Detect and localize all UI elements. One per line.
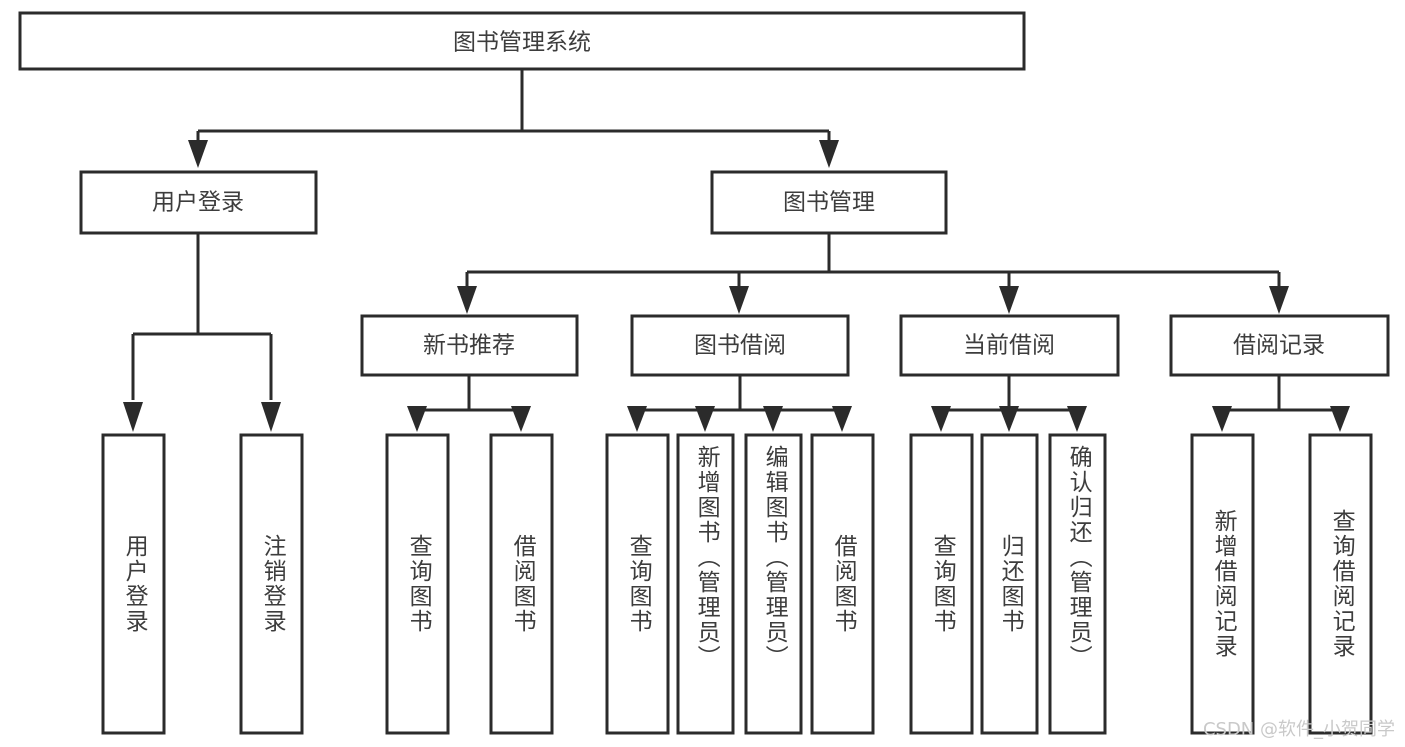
leaf-box-query-record[interactable] xyxy=(1308,433,1373,735)
node-new-book-rec-label: 新书推荐 xyxy=(423,333,515,359)
connector-group-book-borrow xyxy=(627,375,852,432)
arrow-head-leaf-query-book-1 xyxy=(407,406,427,432)
leaf-box-query-book-2[interactable] xyxy=(605,433,670,735)
arrow-head-leaf-user-login xyxy=(123,402,143,432)
arrow-head-book-manage xyxy=(819,140,839,168)
node-book-borrow-box[interactable] xyxy=(630,314,850,377)
arrow-head-borrow-record xyxy=(1269,286,1289,314)
node-current-borrow[interactable]: 当前借阅 xyxy=(899,314,1120,377)
node-book-borrow[interactable]: 图书借阅 xyxy=(630,314,850,377)
arrow-head-leaf-user-logout xyxy=(261,402,281,432)
arrow-head-current-borrow xyxy=(999,286,1019,314)
node-user-login-label: 用户登录 xyxy=(152,190,244,216)
arrow-head-leaf-query-record xyxy=(1330,406,1350,432)
node-current-borrow-box[interactable] xyxy=(899,314,1120,377)
arrow-head-leaf-return-book xyxy=(999,406,1019,432)
connector-group-book-manage xyxy=(457,233,1289,314)
node-root-label: 图书管理系统 xyxy=(453,30,591,56)
node-user-login-box[interactable] xyxy=(79,170,318,235)
leaf-box-confirm-return[interactable] xyxy=(1048,433,1107,735)
node-borrow-record-label: 借阅记录 xyxy=(1233,333,1325,359)
node-book-borrow-label: 图书借阅 xyxy=(694,333,786,359)
leaf-box-return-book[interactable] xyxy=(980,433,1039,735)
leaf-box-query-book-1[interactable] xyxy=(385,433,450,735)
connector-group-new-book-rec xyxy=(407,375,531,432)
connector-group-current-borrow xyxy=(931,375,1087,432)
leaf-box-add-record[interactable] xyxy=(1190,433,1255,735)
node-book-manage-label: 图书管理 xyxy=(783,190,875,216)
node-new-book-rec[interactable]: 新书推荐 xyxy=(360,314,579,377)
arrow-head-book-borrow xyxy=(729,286,749,314)
arrow-head-leaf-query-book-3 xyxy=(931,406,951,432)
arrow-head-user-login xyxy=(188,140,208,168)
leaf-box-borrow-book-2[interactable] xyxy=(810,433,875,735)
leaf-box-query-book-3[interactable] xyxy=(909,433,974,735)
arrow-head-leaf-add-record xyxy=(1212,406,1232,432)
connector-group-user-login xyxy=(123,233,281,432)
arrow-head-new-book-rec xyxy=(457,286,477,314)
node-current-borrow-label: 当前借阅 xyxy=(963,333,1055,359)
arrow-head-leaf-add-book xyxy=(695,406,715,432)
node-new-book-rec-box[interactable] xyxy=(360,314,579,377)
leaf-box-borrow-book-1[interactable] xyxy=(489,433,554,735)
leaf-boxes xyxy=(101,433,1373,735)
node-borrow-record-box[interactable] xyxy=(1169,314,1390,377)
leaf-box-user-login[interactable] xyxy=(101,433,166,735)
node-root-box[interactable] xyxy=(18,11,1026,71)
leaf-box-edit-book[interactable] xyxy=(744,433,803,735)
leaf-box-user-logout[interactable] xyxy=(239,433,304,735)
arrow-head-leaf-confirm-return xyxy=(1067,406,1087,432)
node-borrow-record[interactable]: 借阅记录 xyxy=(1169,314,1390,377)
arrow-head-leaf-borrow-book-1 xyxy=(511,406,531,432)
node-user-login[interactable]: 用户登录 xyxy=(79,170,318,235)
arrow-head-leaf-borrow-book-2 xyxy=(832,406,852,432)
node-book-manage[interactable]: 图书管理 xyxy=(710,170,948,235)
arrow-head-leaf-query-book-2 xyxy=(627,406,647,432)
arrow-head-leaf-edit-book xyxy=(763,406,783,432)
leaf-box-add-book[interactable] xyxy=(676,433,735,735)
connector-group-root xyxy=(188,69,839,168)
connector-group-borrow-record xyxy=(1212,375,1350,432)
node-root[interactable]: 图书管理系统 xyxy=(18,11,1026,71)
node-book-manage-box[interactable] xyxy=(710,170,948,235)
